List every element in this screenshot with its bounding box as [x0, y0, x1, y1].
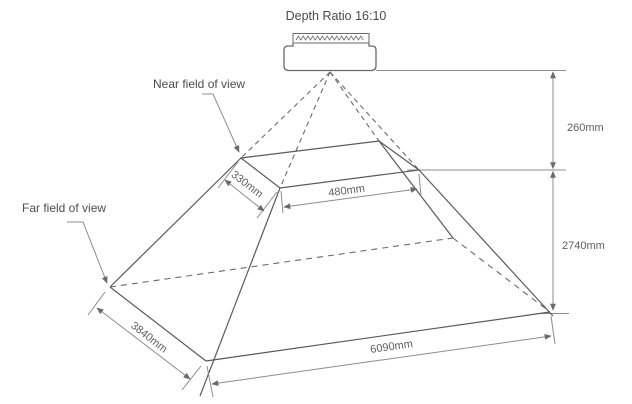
frustum-edge-right — [418, 169, 554, 317]
dim-line — [224, 179, 265, 212]
fov-ray-front-left — [279, 71, 331, 189]
diagram-title: Depth Ratio 16:10 — [286, 9, 387, 23]
far-field-hidden-edges — [109, 237, 551, 313]
fov-ray-left — [240, 71, 331, 159]
depth-camera-icon — [283, 33, 377, 72]
dimension-near-depth: 330mm — [217, 161, 278, 219]
camera-vent-zigzag — [295, 35, 364, 41]
far-edge-back-right-hidden — [452, 237, 551, 313]
dimension-far-width: 6090mm — [206, 315, 556, 398]
near-width-value: 480mm — [328, 183, 366, 200]
ext-line — [256, 191, 278, 219]
near-field-rect — [239, 140, 421, 189]
dim-line — [283, 186, 418, 210]
near-to-far-value: 2740mm — [562, 240, 605, 252]
dim-line — [96, 307, 191, 380]
near-depth-value: 330mm — [229, 169, 265, 201]
far-field-leader: Far field of view — [22, 201, 108, 284]
reference-lines — [376, 70, 569, 314]
ext-line — [418, 173, 422, 197]
dimension-far-depth: 3840mm — [87, 291, 202, 391]
frustum-edges — [109, 140, 554, 397]
ext-line — [280, 190, 284, 214]
ext-line — [217, 161, 239, 189]
fov-ray-back-right — [329, 71, 380, 142]
ext-line — [181, 365, 202, 391]
dimension-near-to-far: 2740mm — [550, 170, 605, 311]
camera-to-near-value: 260mm — [567, 122, 604, 134]
far-edge-back-left-hidden — [109, 237, 454, 288]
far-field-rect — [109, 286, 551, 362]
far-width-value: 6090mm — [370, 338, 414, 356]
near-field-leader: Near field of view — [153, 77, 245, 153]
ext-line — [87, 291, 106, 316]
ext-line — [550, 315, 556, 345]
far-field-label: Far field of view — [22, 201, 106, 215]
ext-line — [206, 365, 214, 398]
fov-ray-right — [329, 71, 420, 171]
dimension-near-width: 480mm — [280, 173, 422, 214]
camera-body — [283, 43, 377, 72]
frustum-edge-front — [199, 187, 281, 397]
frustum-edge-left — [109, 157, 242, 288]
dim-line — [211, 333, 552, 387]
camera-vent-strip — [292, 33, 370, 44]
fov-rays — [240, 71, 420, 189]
near-field-label: Near field of view — [153, 77, 245, 91]
far-depth-value: 3840mm — [128, 320, 169, 356]
dimension-camera-to-near: 260mm — [550, 71, 604, 170]
